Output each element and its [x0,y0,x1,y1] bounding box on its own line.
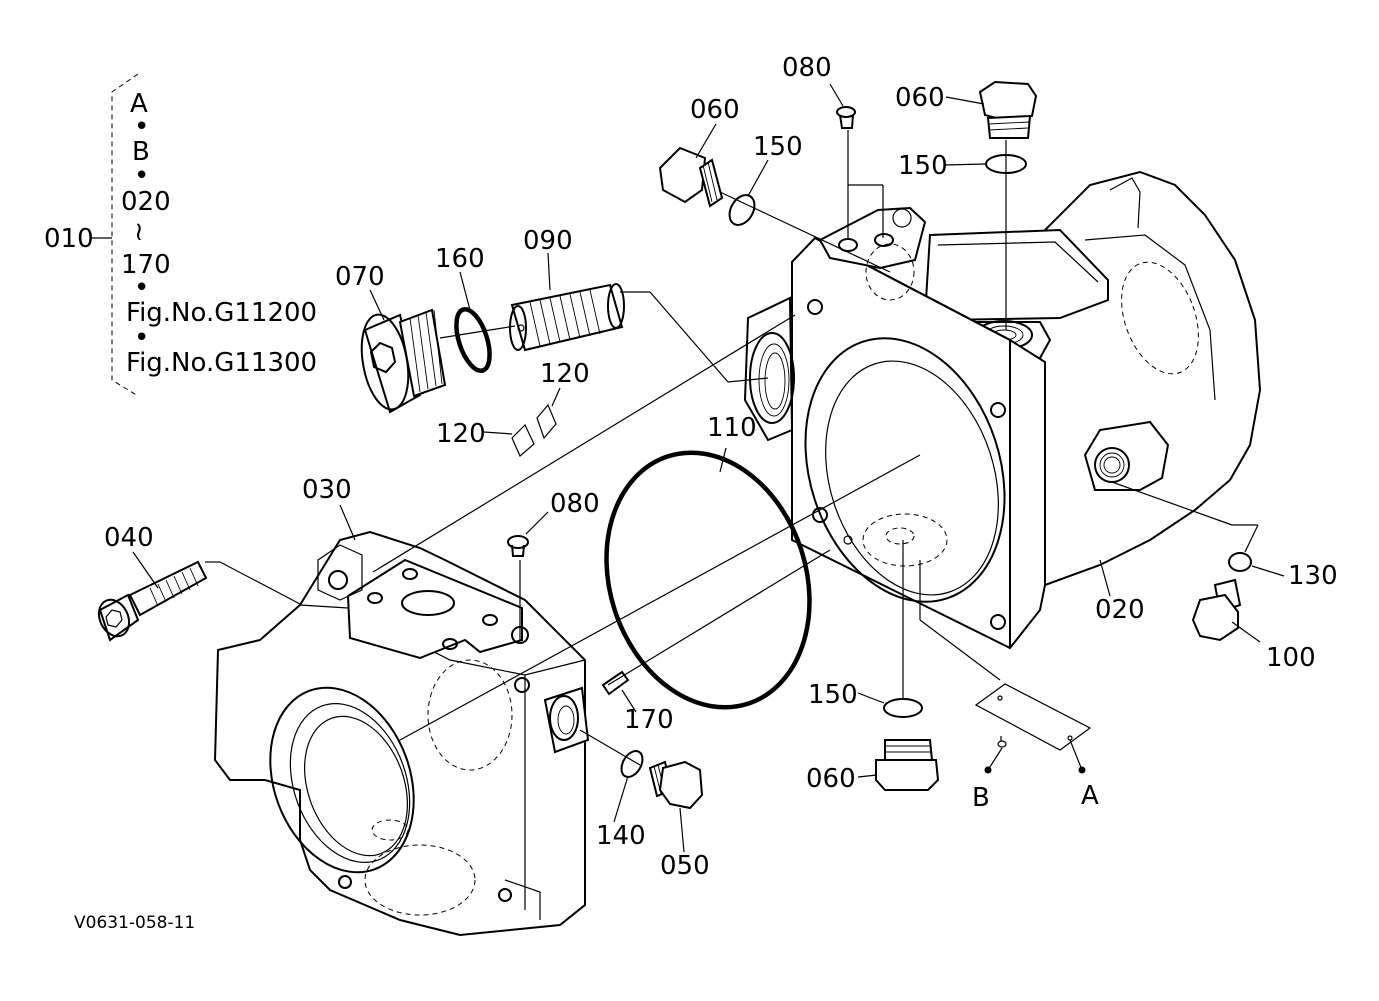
shim-120-upper [536,403,557,440]
pin-170 [601,670,630,696]
callout-100: 100 [1266,643,1316,673]
legend-dot-1: • [134,112,149,142]
plug-100 [1191,578,1242,642]
o-ring-160 [454,307,492,373]
callout-110: 110 [707,413,757,443]
legend-dot-3: • [134,273,149,303]
callout-150-bottom: 150 [808,680,858,710]
legend-fig-g11300: Fig.No.G11300 [126,348,317,378]
callout-070: 070 [335,262,385,292]
callout-140: 140 [596,821,646,851]
shim-120-lower [511,423,535,457]
callout-050: 050 [660,851,710,881]
callout-150-right: 150 [898,151,948,181]
plug-060-top-left [658,146,724,208]
legend-bracket [92,73,139,397]
callout-030: 030 [302,475,352,505]
callout-120-lower: 120 [436,419,486,449]
housing-020 [743,170,1262,650]
callout-160: 160 [435,244,485,274]
legend-line-020: 020 [121,187,171,217]
legend-line-a: A [130,89,148,119]
legend-parent-label: 010 [44,224,94,254]
nameplate [974,683,1092,774]
o-ring-150-left [728,194,756,226]
callout-040: 040 [104,523,154,553]
callout-150-left: 150 [753,132,803,162]
o-ring-150-bottom [883,698,923,718]
callout-120-upper: 120 [540,359,590,389]
assembly-lines [205,130,1259,766]
bolt-040 [97,560,208,642]
callout-170: 170 [624,705,674,735]
housing-030 [213,530,590,937]
point-b-label: B [972,783,990,813]
plug-060-bottom [875,739,940,791]
legend-fig-g11200: Fig.No.G11200 [126,298,317,328]
callout-090: 090 [523,226,573,256]
screw-080-top [836,106,856,129]
legend-dot-2: • [134,161,149,191]
o-ring-130 [1228,552,1252,572]
sleeve-090 [509,283,625,352]
o-ring-110 [604,450,812,710]
callout-130: 130 [1288,561,1338,591]
callout-060-bottom: 060 [806,764,856,794]
callout-060-top-left: 060 [690,95,740,125]
point-a-label: A [1081,781,1099,811]
o-ring-140 [620,750,644,778]
legend-line-b: B [132,137,150,167]
callout-080-mid: 080 [550,489,600,519]
callout-020: 020 [1095,595,1145,625]
legend-line-170: 170 [121,250,171,280]
callout-060-top-right: 060 [895,83,945,113]
legend-tilde: ≀ [134,217,144,247]
plug-070 [360,308,447,414]
plug-060-top-right [978,80,1038,139]
legend-dot-4: • [134,323,149,353]
callout-080-top: 080 [782,53,832,83]
plug-050 [648,760,704,810]
leader-lines [132,83,1285,853]
screw-080-mid [507,535,529,557]
figure-code: V0631-058-11 [74,913,195,933]
